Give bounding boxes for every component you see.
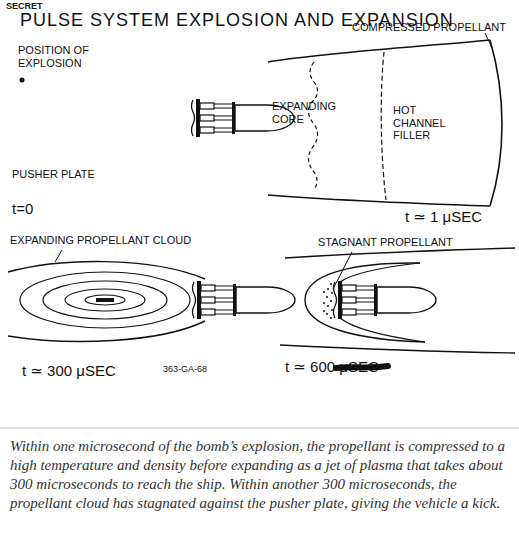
cloud-outline: [8, 262, 205, 279]
figure-caption: Within one microsecond of the bomb’s exp…: [10, 437, 510, 513]
ship: [193, 281, 296, 319]
density-contour: [65, 289, 145, 311]
part-label: COMPRESSED PROPELLANT: [352, 21, 506, 34]
density-contour: [43, 281, 167, 319]
leader-line: [333, 252, 352, 289]
time-label: t ≃ 1 μSEC: [405, 208, 482, 225]
stagnant-lobe: [340, 263, 420, 282]
propellant-boundary: [268, 40, 490, 62]
density-contour: [85, 295, 125, 305]
propellant-boundary: [268, 195, 490, 206]
cloud-outline: [8, 321, 205, 341]
part-label: EXPANDING PROPELLANT CLOUD: [10, 234, 191, 247]
part-label: STAGNANT PROPELLANT: [318, 236, 453, 249]
cloud-outline: [285, 248, 515, 258]
expanding-core-front: [308, 62, 317, 190]
figure-number: 363-GA-68: [163, 364, 207, 374]
explosion-point: [20, 78, 25, 83]
classification-stamp: SECRET: [6, 1, 43, 11]
stagnant-stipple: [323, 283, 333, 319]
time-label: t=0: [12, 200, 33, 217]
part-label: POSITION OF EXPLOSION: [18, 44, 103, 69]
time-label: t ≃ 600 μSEC: [285, 358, 379, 375]
part-label: PUSHER PLATE: [12, 168, 95, 181]
part-label: EXPANDING CORE: [272, 100, 308, 125]
stagnant-lobe: [340, 318, 425, 342]
leader-line: [55, 250, 62, 262]
time-label: t ≃ 300 μSEC: [22, 362, 116, 379]
ship: [334, 281, 437, 319]
part-label: HOT CHANNEL FILLER: [393, 104, 463, 142]
cloud-outline: [280, 345, 515, 353]
leader-line: [485, 33, 492, 48]
hot-channel-front: [381, 52, 386, 200]
compressed-propellant-front: [490, 40, 502, 206]
separator-line: [0, 428, 519, 429]
density-contour: [20, 272, 190, 328]
cloud-core: [96, 298, 114, 302]
